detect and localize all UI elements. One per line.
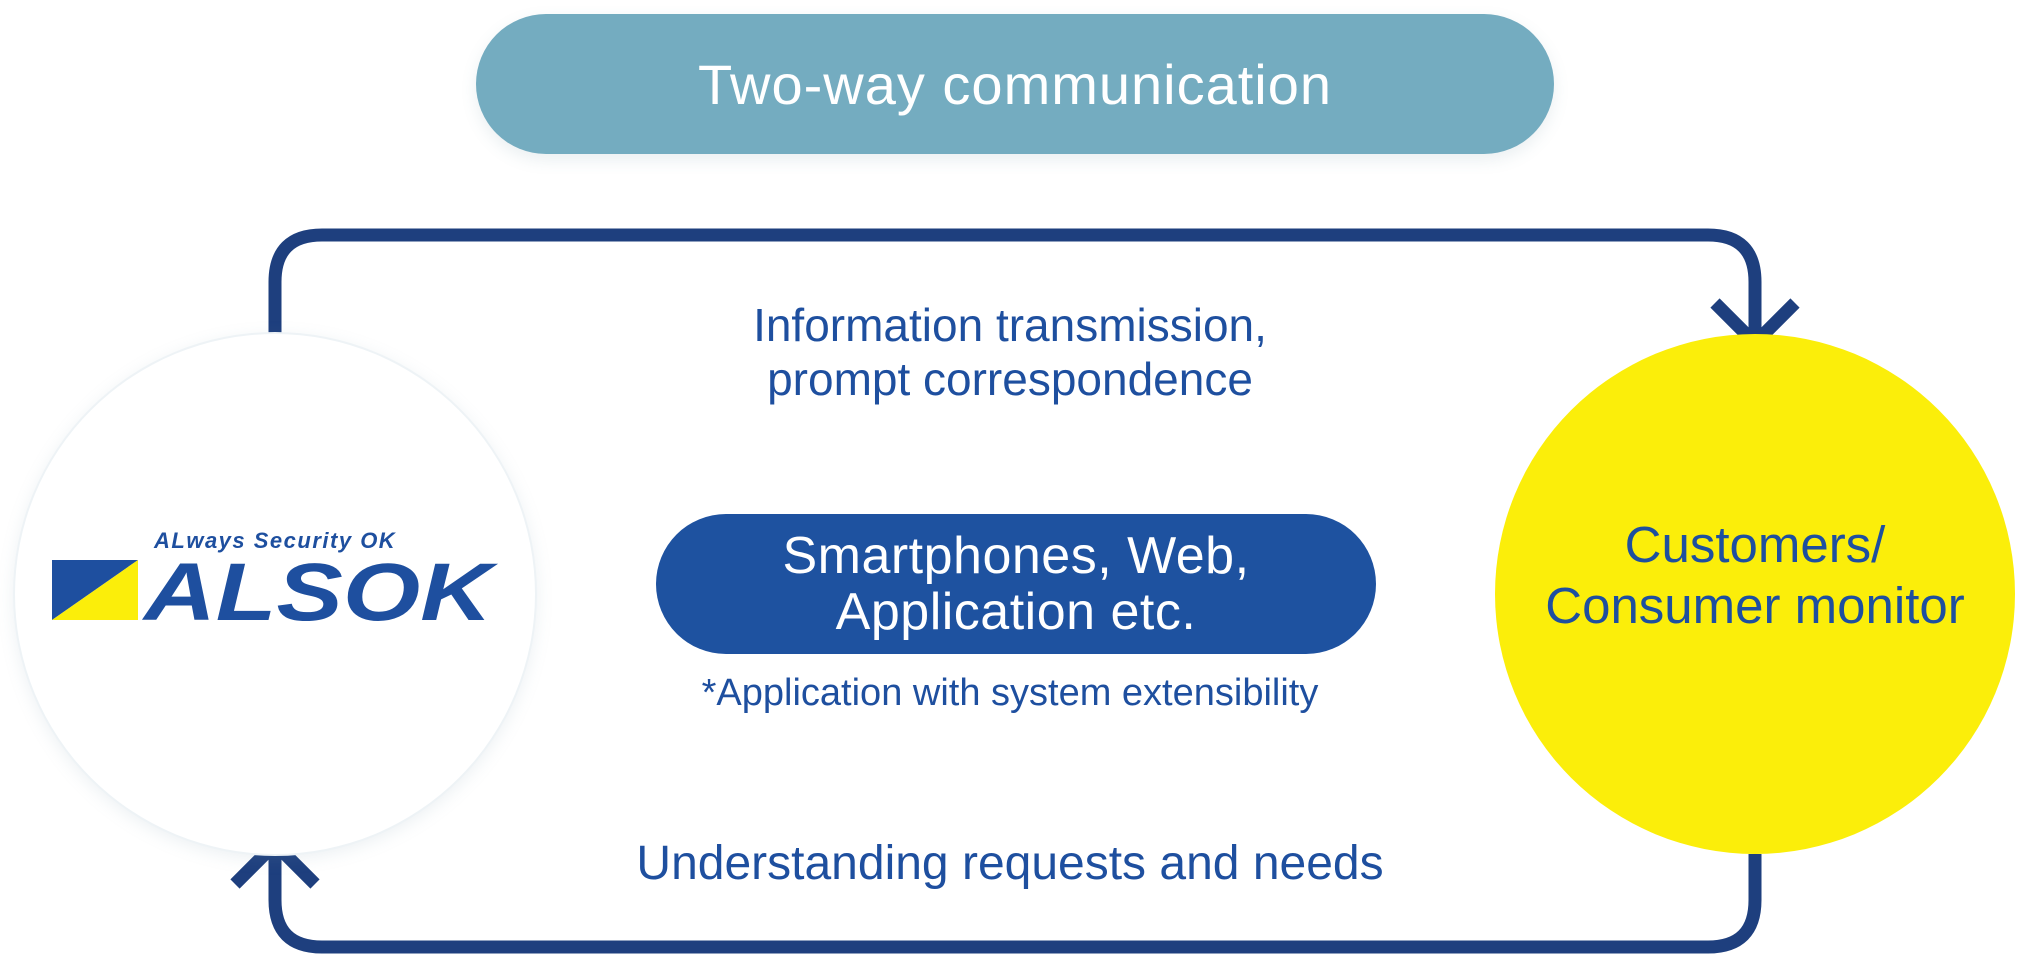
customers-label: Customers/ Consumer monitor: [1495, 514, 2015, 636]
header-title: Two-way communication: [697, 52, 1333, 116]
loop-line: [268, 228, 1762, 338]
logo-wordmark: ALSOK: [142, 560, 499, 630]
logo-tagline: ALways Security OK: [154, 528, 397, 553]
customers-node: [1495, 334, 2015, 854]
channels-line1: Smartphones, Web,: [782, 527, 1250, 585]
alsok-logo: ALSOK: [52, 560, 499, 630]
header-pill: Two-way communication: [476, 14, 1554, 154]
extensibility-note: *Application with system extensibility: [701, 672, 1319, 714]
customers-label-line2: Consumer monitor: [1545, 577, 1965, 634]
information-transmission-text: Information transmission, prompt corresp…: [660, 298, 1360, 406]
channels-pill: Smartphones, Web, Application etc.: [656, 514, 1376, 654]
info-line2: prompt correspondence: [767, 353, 1253, 405]
info-line1: Information transmission,: [753, 299, 1267, 351]
logo-emblem-yellow: [52, 560, 138, 620]
loop-line-bottom: [268, 846, 1762, 954]
requests-needs-text: Understanding requests and needs: [636, 837, 1384, 890]
channels-line2: Application etc.: [835, 583, 1197, 641]
customers-label-line1: Customers/: [1624, 516, 1886, 573]
